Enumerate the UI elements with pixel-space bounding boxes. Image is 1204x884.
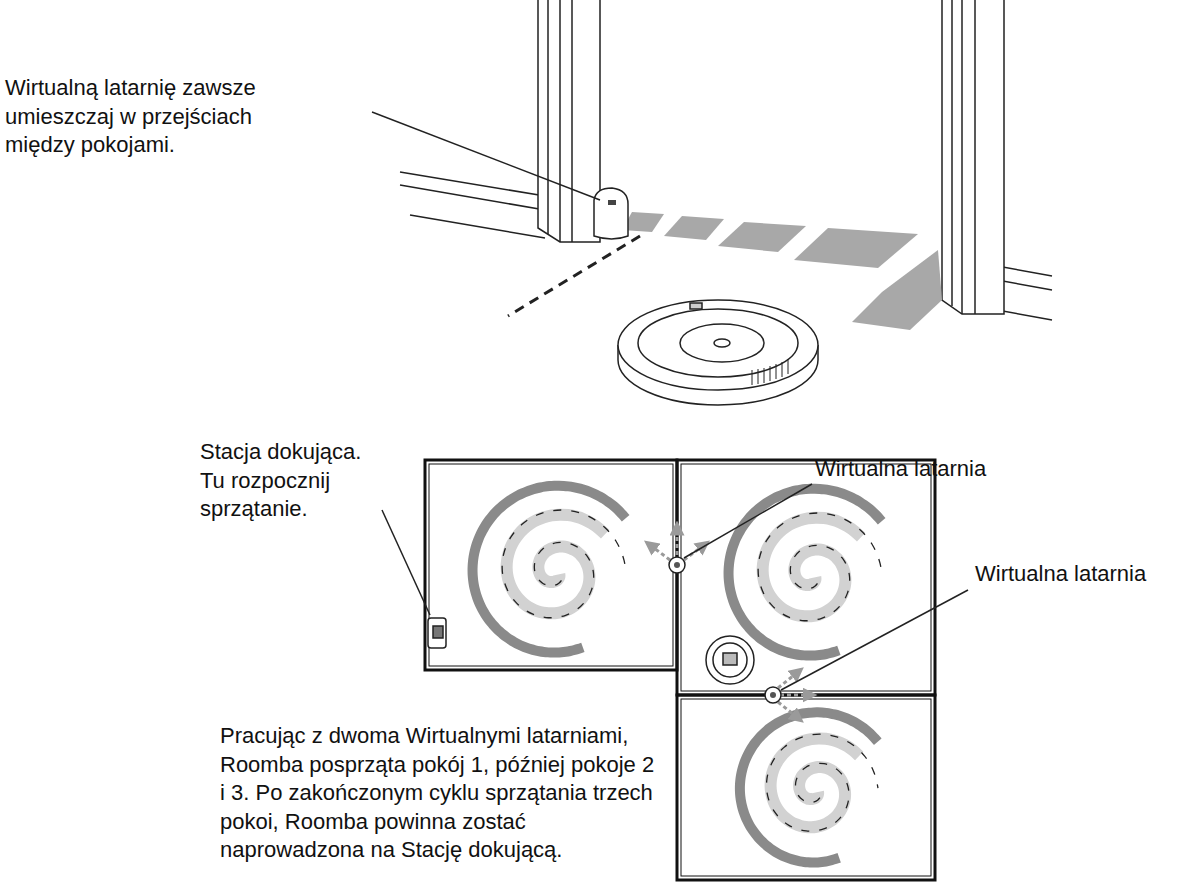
note-text-box: Wirtualna latarnia: [815, 455, 1045, 484]
roomba-icon: [706, 636, 754, 684]
note-text-box: Wirtualna latarnia: [975, 560, 1195, 589]
ir-beam: [508, 236, 640, 316]
note-text: Wirtualna latarnia: [815, 455, 1045, 484]
leader-line: [382, 484, 968, 690]
spiral-outer: [473, 486, 626, 653]
note-text: Wirtualną latarnię zawsze umieszczaj w p…: [5, 74, 305, 160]
spiral-dash: [767, 734, 878, 831]
spiral: [771, 738, 860, 827]
spiral: [763, 518, 861, 617]
leader-line: [372, 112, 600, 200]
spiral-outer: [740, 712, 878, 862]
spiral: [507, 515, 605, 614]
note-text-box: Stacja dokująca. Tu rozpocznij sprzątani…: [200, 438, 385, 524]
cleaning-path: [473, 486, 882, 863]
note-text: Wirtualna latarnia: [975, 560, 1195, 589]
virtual-wall-beacon: [650, 528, 810, 718]
roomba: [618, 300, 818, 405]
virtual-wall-device: [594, 188, 628, 239]
spiral-outer: [729, 489, 882, 656]
spiral-dash: [502, 510, 626, 618]
note-text-box: Pracując z dwoma Wirtualnymi latarniami,…: [220, 722, 665, 865]
note-text-box: Wirtualną latarnię zawsze umieszczaj w p…: [5, 74, 305, 160]
note-text: Pracując z dwoma Wirtualnymi latarniami,…: [220, 722, 665, 865]
note-text: Stacja dokująca. Tu rozpocznij sprzątani…: [200, 438, 385, 524]
docking-station: [428, 618, 446, 648]
spiral-dash: [758, 513, 882, 621]
